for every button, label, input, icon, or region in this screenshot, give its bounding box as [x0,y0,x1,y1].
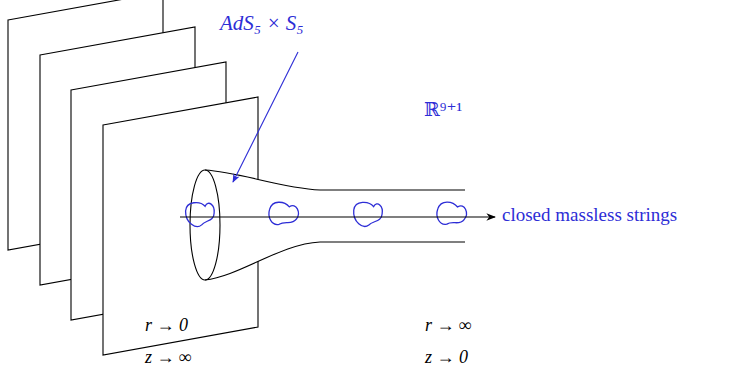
string-loop [267,201,300,228]
radial-arrow [180,216,495,217]
space-label: ℝ⁹⁺¹ [424,100,462,121]
string-loop [435,200,468,228]
limit-label: r → 0 [145,316,188,336]
string-loop [353,201,383,227]
throat [190,170,465,280]
throat-wall [205,170,465,190]
throat-fill [205,170,465,280]
string-loop [184,200,216,228]
limit-label: z → ∞ [145,348,192,368]
string-label: closed massless strings [502,205,677,226]
throat-wall [205,242,465,280]
closed-strings [184,200,468,228]
leader-arrow [233,52,298,182]
throat-mouth [190,170,220,280]
space-label: AdS₅ × S₅ [220,12,304,35]
limit-label: r → ∞ [425,316,472,336]
limit-label: z → 0 [425,348,468,368]
